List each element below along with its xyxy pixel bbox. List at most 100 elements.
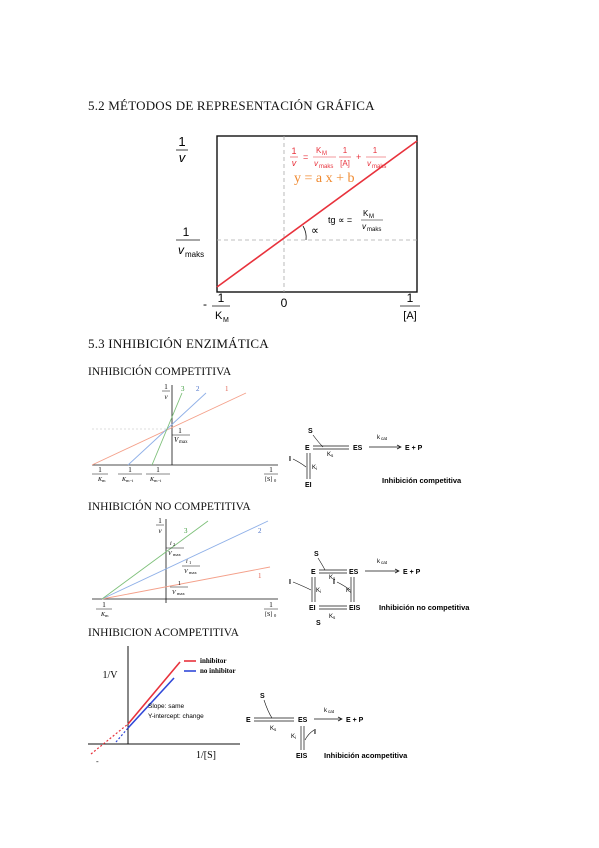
competitive-title: INHIBICIÓN COMPETITIVA — [88, 366, 232, 378]
svg-text:K: K — [121, 477, 127, 483]
plot-red-line — [216, 140, 418, 288]
svg-text:I: I — [314, 729, 316, 736]
svg-text:i: i — [316, 466, 317, 471]
svg-text:I: I — [289, 456, 291, 463]
svg-text:0: 0 — [274, 613, 277, 618]
svg-text:s: s — [333, 576, 336, 581]
svg-text:v: v — [362, 222, 367, 231]
svg-text:v: v — [314, 159, 319, 168]
svg-text:maks: maks — [367, 227, 381, 233]
svg-text:I: I — [289, 579, 291, 586]
svg-text:s: s — [331, 453, 334, 458]
svg-text:i: i — [170, 541, 172, 547]
noncompetitive-scheme: S E ES k cat E + P I K i I K i EI EIS S … — [289, 551, 470, 627]
svg-text:M: M — [369, 214, 374, 220]
svg-text:E: E — [305, 445, 310, 452]
svg-text:cat: cat — [381, 436, 388, 441]
uncompetitive-y-label: 1/V — [103, 670, 119, 681]
svg-text:E + P: E + P — [405, 445, 423, 452]
svg-text:K: K — [312, 465, 316, 471]
svg-text:maks: maks — [319, 164, 333, 170]
svg-text:max: max — [189, 570, 197, 575]
svg-text:1: 1 — [269, 466, 273, 474]
svg-text:EI: EI — [305, 482, 312, 489]
svg-text:EI: EI — [309, 605, 316, 612]
svg-text:E: E — [311, 569, 316, 576]
svg-text:maks: maks — [372, 164, 386, 170]
svg-text:V: V — [168, 551, 173, 557]
plot-origin: 0 — [281, 296, 288, 310]
svg-text:cat: cat — [328, 709, 335, 714]
svg-text:1: 1 — [158, 517, 162, 525]
plot-tg-label: tg ∝ = — [328, 215, 352, 225]
svg-text:cat: cat — [381, 560, 388, 565]
plot-xint-num: 1 — [218, 291, 225, 305]
plot-yint-num: 1 — [183, 225, 190, 239]
svg-text:m−i: m−i — [154, 478, 162, 483]
svg-text:s: s — [274, 727, 277, 732]
svg-text:ES: ES — [298, 717, 308, 724]
competitive-caption: Inhibición competitiva — [382, 476, 462, 485]
svg-text:2: 2 — [196, 385, 200, 393]
plot-y-label-num: 1 — [178, 134, 185, 149]
svg-text:K: K — [316, 146, 322, 155]
svg-text:K: K — [329, 614, 333, 620]
plot-xint-minus: - — [203, 297, 207, 311]
svg-text:K: K — [97, 477, 103, 483]
svg-text:2: 2 — [173, 542, 175, 547]
svg-text:E + P: E + P — [403, 569, 421, 576]
svg-text:K: K — [270, 726, 274, 732]
noncompetitive-line-1 — [101, 566, 271, 600]
svg-text:1: 1 — [98, 466, 102, 474]
svg-text:1: 1 — [156, 466, 160, 474]
svg-text:1: 1 — [128, 466, 132, 474]
svg-text:[A]: [A] — [340, 159, 350, 168]
plot-frame — [216, 135, 418, 293]
uncompetitive-scheme: S E ES k cat E + P K s K i I EIS Inhibic… — [246, 693, 408, 760]
svg-text:0: 0 — [274, 478, 277, 483]
svg-text:s: s — [333, 615, 336, 620]
competitive-plot: 1 v 3 2 1 1 V max 1 K m 1 K m−i 1 K m−i … — [91, 383, 278, 483]
noncompetitive-plot: 1 v 3 2 1 i 2 V max i 1 V max 1 V max 1 … — [92, 517, 278, 618]
svg-text:3: 3 — [181, 385, 185, 393]
svg-text:S: S — [260, 693, 265, 700]
footer-mark: - — [96, 757, 99, 766]
svg-text:K: K — [363, 209, 369, 218]
svg-text:2: 2 — [258, 527, 262, 535]
svg-text:EIS: EIS — [296, 753, 308, 760]
svg-text:v: v — [292, 158, 297, 168]
svg-text:EIS: EIS — [349, 605, 361, 612]
svg-text:1: 1 — [178, 427, 182, 435]
uncompetitive-caption: Inhibición acompetitiva — [324, 751, 408, 760]
svg-text:S: S — [308, 428, 313, 435]
plot-alpha: ∝ — [311, 225, 319, 237]
svg-text:1: 1 — [189, 560, 191, 565]
svg-text:maks: maks — [185, 250, 204, 259]
svg-text:ES: ES — [349, 569, 359, 576]
section-title-5-3: 5.3 INHIBICIÓN ENZIMÁTICA — [88, 336, 269, 351]
uncompetitive-line-inhibitor — [127, 661, 181, 725]
svg-text:k: k — [324, 708, 328, 714]
svg-text:1: 1 — [225, 385, 229, 393]
svg-text:M: M — [322, 151, 327, 157]
svg-text:1: 1 — [269, 601, 273, 609]
noncompetitive-caption: Inhibición no competitiva — [379, 603, 470, 612]
competitive-line-3 — [151, 392, 183, 466]
svg-text:m−i: m−i — [126, 478, 134, 483]
uncompetitive-plot: 1/V 1/[S] inhibitor no inhibitor Slope: … — [88, 646, 240, 760]
svg-text:E + P: E + P — [346, 717, 364, 724]
competitive-scheme: S E ES k cat E + P I K i EI K s Inhibici… — [289, 428, 462, 489]
svg-text:i: i — [350, 589, 351, 594]
svg-text:+: + — [356, 152, 361, 162]
svg-text:K: K — [316, 588, 320, 594]
plot-linear-form: y = a x + b — [294, 171, 355, 186]
plot-xaxis-num: 1 — [407, 291, 414, 305]
svg-text:ES: ES — [353, 445, 363, 452]
svg-text:K: K — [346, 588, 350, 594]
svg-text:3: 3 — [184, 527, 188, 535]
noncompetitive-title: INHIBICIÓN NO COMPETITIVA — [88, 501, 251, 513]
svg-text:k: k — [377, 435, 381, 441]
svg-text:K: K — [100, 612, 106, 618]
svg-text:V: V — [172, 590, 177, 596]
svg-text:m: m — [105, 613, 109, 618]
